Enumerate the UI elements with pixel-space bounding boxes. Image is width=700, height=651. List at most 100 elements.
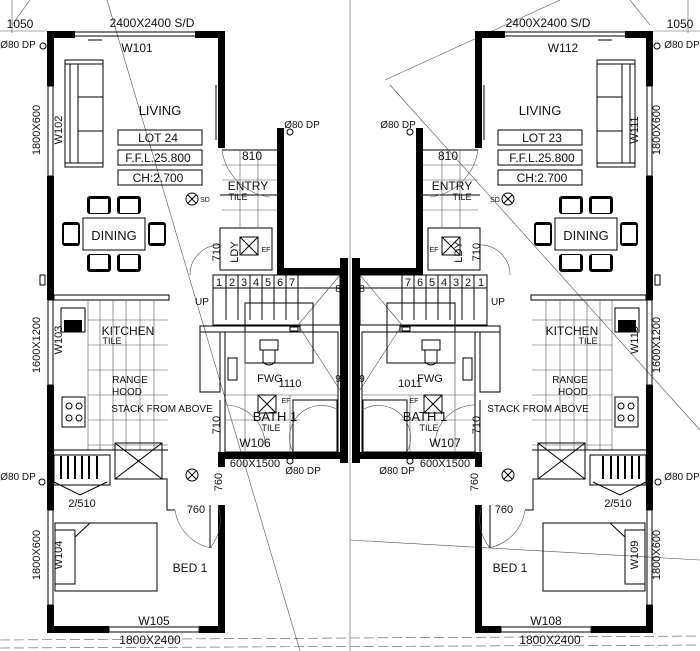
fwg-dim-label: 1011 — [398, 378, 422, 390]
hood-label: HOOD — [112, 387, 142, 398]
bed-window-label: W109 — [629, 541, 641, 570]
downpipe-label: Ø80 DP — [664, 40, 700, 51]
downpipe-label: Ø80 DP — [664, 472, 700, 483]
range-label: RANGE — [552, 375, 588, 386]
fwg-dim-label: 1110 — [279, 378, 302, 390]
bed-window-size-label: 1800X600 — [31, 530, 43, 580]
stair-number: 2 — [465, 277, 471, 289]
lot-label: LOT 23 — [522, 131, 562, 145]
downpipe-label: Ø80 DP — [0, 40, 36, 51]
entry-label: ENTRY — [228, 179, 268, 193]
living-window-label: W111 — [629, 116, 641, 143]
tile-label: TILE — [228, 192, 247, 202]
stair-number: 7 — [405, 277, 411, 289]
hall-door-label: 760 — [213, 473, 225, 491]
stair-number: 4 — [441, 277, 447, 289]
smoke-detector-label: SD — [200, 197, 210, 204]
kitchen-window-label: W103 — [53, 326, 65, 355]
bed-label: BED 1 — [173, 561, 208, 575]
kitchen-label: KITCHEN — [102, 324, 155, 338]
ldy-door-label: 710 — [471, 243, 483, 261]
fwg-label: FWG — [257, 373, 283, 385]
stair-number: 1 — [216, 277, 222, 289]
tile-label: TILE — [419, 423, 438, 433]
lot-label: LOT 24 — [138, 131, 178, 145]
robe-label: 2/510 — [68, 498, 96, 510]
bath-window-label: W106 — [239, 436, 271, 450]
downpipe-label: Ø80 DP — [0, 472, 36, 483]
up-label: UP — [491, 297, 505, 308]
stair-number: 4 — [253, 277, 259, 289]
living-window-size-label: 1800X600 — [651, 105, 663, 155]
dining-label: DINING — [91, 228, 137, 243]
ldy-label: LDY — [453, 241, 465, 263]
corner-dim-label: 1050 — [7, 17, 34, 31]
kitchen-window-size-label: 1600X1200 — [651, 317, 663, 373]
living-label: LIVING — [519, 103, 562, 118]
top-window-label: W112 — [548, 41, 579, 55]
robe-label: 2/510 — [604, 498, 632, 510]
living-window-label: W102 — [53, 116, 65, 145]
dining-label: DINING — [563, 228, 609, 243]
bath-label: BATH 1 — [253, 409, 298, 424]
bed-label: BED 1 — [493, 561, 528, 575]
ldy-label: LDY — [229, 241, 241, 263]
fwg-label: FWG — [417, 373, 443, 385]
downpipe-label: Ø80 DP — [285, 466, 321, 477]
ef-label: EF — [410, 398, 419, 405]
bed-door-label: 760 — [187, 504, 205, 516]
range-label: RANGE — [112, 375, 148, 386]
living-label: LIVING — [139, 103, 182, 118]
sliding-door-label: 2400X2400 S/D — [506, 16, 591, 30]
tile-label: TILE — [261, 423, 280, 433]
stair-number: 9 — [359, 374, 365, 385]
sliding-door-label: 2400X2400 S/D — [110, 16, 195, 30]
entry-door-label: 810 — [438, 149, 458, 163]
stair-number: 6 — [417, 277, 423, 289]
living-window-size-label: 1800X600 — [31, 105, 43, 155]
stair-number: 6 — [277, 277, 283, 289]
ef-label: EF — [430, 247, 439, 254]
stair-number: 7 — [289, 277, 295, 289]
bed-door-label: 760 — [495, 504, 513, 516]
downpipe-label: Ø80 DP — [379, 466, 415, 477]
kitchen-window-size-label: 1600X1200 — [31, 317, 43, 373]
bottom-window-label: W105 — [138, 614, 170, 628]
stack-label: STACK FROM ABOVE — [111, 404, 213, 415]
ef-label: EF — [282, 398, 291, 405]
entry-door-label: 810 — [242, 149, 262, 163]
ffl-label: F.F.L.25.800 — [509, 151, 575, 165]
bath-window-size-label: 600X1500 — [230, 458, 280, 470]
tile-label: TILE — [452, 192, 471, 202]
tile-label: TILE — [102, 336, 121, 346]
stair-number: 5 — [429, 277, 435, 289]
bath-door-label: 710 — [211, 416, 223, 434]
bed-window-label: W104 — [53, 541, 65, 570]
bath-label: BATH 1 — [403, 409, 448, 424]
ffl-label: F.F.L.25.800 — [125, 151, 191, 165]
bottom-window-size-label: 1800X2400 — [519, 633, 581, 647]
stair-number: 8 — [359, 284, 365, 295]
hall-door-label: 760 — [469, 473, 481, 491]
downpipe-label: Ø80 DP — [380, 120, 416, 131]
ch-label: CH:2.700 — [133, 171, 184, 185]
entry-label: ENTRY — [432, 179, 472, 193]
ldy-door-label: 710 — [211, 243, 223, 261]
top-window-label: W101 — [121, 41, 153, 55]
stair-number: 5 — [265, 277, 271, 289]
bottom-window-size-label: 1800X2400 — [119, 633, 181, 647]
up-label: UP — [195, 297, 209, 308]
ch-label: CH:2.700 — [517, 171, 568, 185]
bath-window-label: W107 — [429, 436, 461, 450]
stair-number: 3 — [241, 277, 247, 289]
bottom-window-label: W108 — [530, 614, 562, 628]
stair-number: 3 — [453, 277, 459, 289]
stair-number: 8 — [335, 284, 341, 295]
bath-door-label: 710 — [471, 416, 483, 434]
stack-label: STACK FROM ABOVE — [487, 404, 589, 415]
kitchen-label: KITCHEN — [546, 324, 599, 338]
stair-number: 2 — [229, 277, 235, 289]
